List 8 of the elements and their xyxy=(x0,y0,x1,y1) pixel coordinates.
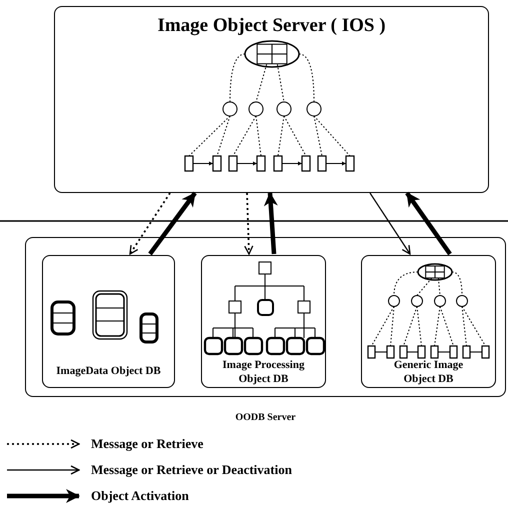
box-title: Image Processing Object DB xyxy=(222,359,306,386)
box-title: ImageData Object DB xyxy=(55,365,162,379)
legend-label: Message or Retrieve or Deactivation xyxy=(91,461,292,480)
box-title: Generic Image Object DB xyxy=(392,359,464,386)
box-title: Image Object Server ( IOS ) xyxy=(156,14,387,38)
legend-label: Object Activation xyxy=(91,487,189,505)
box-title: OODB Server xyxy=(234,411,297,425)
legend-label: Message or Retrieve xyxy=(91,435,204,454)
